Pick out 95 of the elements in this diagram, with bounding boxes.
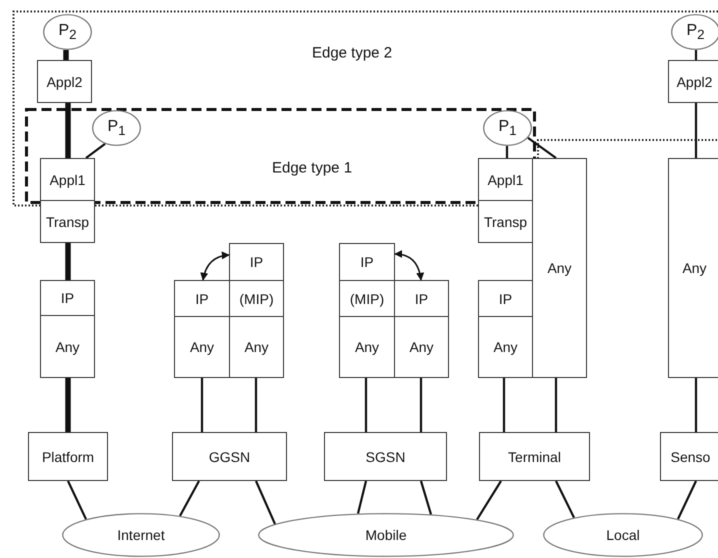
layer-box [478,158,533,201]
connector-line [554,378,558,432]
layer-box [339,243,395,281]
ellipse-node [43,14,92,50]
layer-box [479,432,590,481]
ellipse-node [92,110,141,146]
layer-label: Appl2 [46,74,82,88]
node-label: Internet [117,528,165,542]
layer-box [40,158,95,201]
layer-box [478,200,533,243]
layer-label: GGSN [208,450,250,464]
node-label: P$_{2}$ [58,22,77,42]
layer-box [478,280,533,317]
layer-label: IP [250,255,264,269]
node-label: P$_{1}$ [498,118,517,138]
layer-label: Any [493,340,518,354]
layer-box [229,316,284,378]
layer-label: IP [414,292,428,306]
layer-box [478,316,533,378]
node-label: Local [606,528,640,542]
layer-label: (MIP) [239,292,274,306]
layer-label: IP [195,292,209,306]
connector-line [694,378,698,432]
layer-label: Platform [42,450,94,464]
node-label: P$_{2}$ [686,22,705,42]
layer-label: Appl1 [488,172,524,186]
ellipse-node [543,513,703,557]
connector-line [677,480,697,520]
layer-label: Appl1 [50,172,86,186]
layer-box [40,200,95,243]
connector-line [200,378,204,432]
layer-label: IP [60,291,74,305]
dotted-region [12,10,718,207]
layer-label: IP [360,255,374,269]
layer-box [394,316,449,378]
layer-box [174,316,230,378]
connector-line [502,378,506,432]
connector-line [67,480,87,520]
layer-label: Transp [46,214,90,228]
connector-line [527,136,557,159]
ellipse-node [483,110,532,146]
double-arrow [394,250,424,281]
dashed-region [25,108,536,204]
connector-line [65,378,71,432]
layer-label: IP [498,292,512,306]
layer-label: SGSN [366,450,406,464]
layer-box [532,158,587,378]
connector-line [694,50,698,60]
layer-label: Any [354,340,380,354]
layer-label: Terminal [508,450,561,464]
layer-box [339,316,395,378]
layer-box [660,432,718,481]
layer-label: Appl2 [676,74,712,88]
layer-label: Any [244,340,269,354]
layer-label: Any [55,340,80,354]
layer-box [668,158,718,378]
layer-box [28,432,108,481]
layer-box [40,315,95,378]
layer-box [174,280,230,317]
region-label: Edge type 2 [312,46,392,60]
connector-line [420,378,422,432]
connector-line [506,146,508,158]
connector-line [179,480,200,516]
ellipse-node [258,513,514,557]
layer-label: Senso [670,450,710,464]
layer-label: Any [190,340,214,354]
connector-line [476,480,502,520]
layer-box [172,432,287,481]
layer-label: Any [547,261,572,275]
layer-label: Any [682,261,707,275]
layer-box [37,60,92,103]
connector-line [85,143,106,159]
ellipse-node [62,513,220,557]
connector-line [356,480,368,514]
layer-label: Transp [484,214,528,228]
layer-label: Any [409,340,434,354]
connector-line [420,480,432,515]
node-label: Mobile [365,528,407,542]
region-label: Edge type 1 [272,160,352,176]
layer-box [324,432,447,481]
layer-label: (MIP) [350,292,384,306]
double-arrow [200,252,230,281]
layer-box [394,280,449,317]
connector-line [694,103,698,158]
connector-line [65,103,71,158]
connector-line [65,243,71,280]
connector-line [255,480,276,524]
layer-box [40,280,95,316]
connector-line [364,378,368,432]
connector-line [555,480,575,518]
connector-line [254,378,258,432]
node-label: P$_{1}$ [107,118,126,138]
connector-line [63,50,69,60]
layer-box [668,60,718,103]
layer-box [229,243,284,281]
